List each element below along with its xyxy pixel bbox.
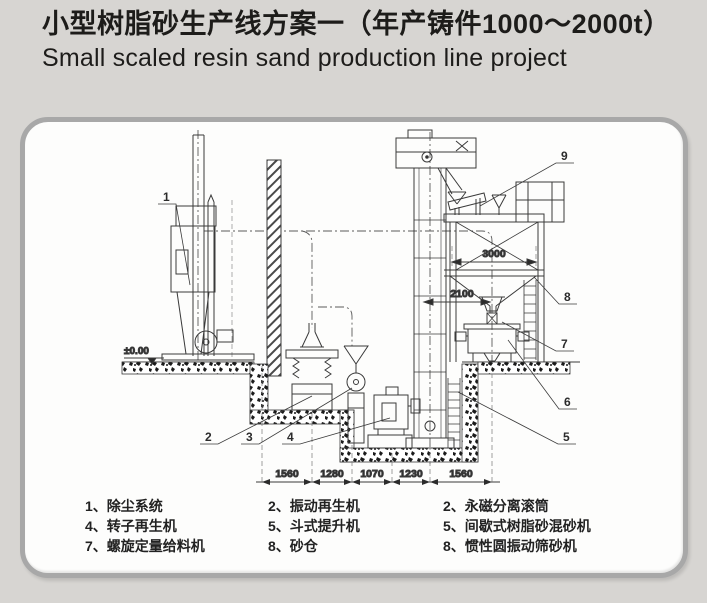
callout-9: 9 [561, 149, 568, 163]
legend-item: 8、惯性圆振动筛砂机 [443, 538, 577, 554]
production-line-drawing: ±0.00 [121, 129, 580, 485]
svg-text:1560: 1560 [275, 468, 299, 480]
legend-item: 2、永磁分离滚筒 [443, 498, 549, 514]
diagram-panel [20, 117, 688, 578]
legend-item: 5、间歇式树脂砂混砂机 [443, 518, 591, 534]
legend-item: 1、除尘系统 [85, 498, 163, 514]
callout-4: 4 [287, 430, 294, 444]
callout-1: 1 [163, 190, 170, 204]
dim-3000-label: 3000 [482, 248, 506, 260]
vibrating-regenerator [285, 323, 339, 411]
legend-item: 2、振动再生机 [268, 498, 360, 514]
dimension-chain-labels: 1560 1280 1070 1230 1560 [275, 468, 474, 481]
legend-item: 8、砂仓 [268, 538, 318, 554]
legend-item: 7、螺旋定量给料机 [85, 538, 205, 554]
callout-3: 3 [246, 430, 253, 444]
support-frame [443, 181, 565, 362]
callout-numbers: 1 2 3 4 5 6 7 8 9 [163, 149, 571, 444]
callout-8: 8 [564, 290, 571, 304]
page-title-block: 小型树脂砂生产线方案一（年产铸件1000～2000t） Small scaled… [42, 6, 671, 74]
wall-section [266, 159, 282, 377]
page-title-en: Small scaled resin sand production line … [42, 44, 567, 72]
elevator-head [395, 129, 477, 205]
legend-item: 5、斗式提升机 [268, 518, 360, 534]
page-title-zh: 小型树脂砂生产线方案一（年产铸件1000～2000t） [42, 9, 671, 39]
callout-6: 6 [564, 395, 571, 409]
ground-level-label: ±0.00 [124, 346, 149, 357]
dim-2100-label: 2100 [450, 288, 474, 300]
svg-text:1560: 1560 [449, 468, 473, 480]
dust-collector [161, 134, 255, 361]
cyclone-separator [343, 345, 369, 444]
dimension-chain [256, 366, 500, 485]
resin-sand-mixer [454, 296, 530, 362]
frame-ladder [523, 280, 537, 360]
svg-text:1280: 1280 [320, 468, 344, 480]
pit-ladder [447, 378, 461, 448]
dimension-2100 [422, 298, 492, 306]
svg-text:1230: 1230 [399, 468, 423, 480]
callout-2: 2 [205, 430, 212, 444]
legend-column-3: 2、永磁分离滚筒 5、间歇式树脂砂混砂机 8、惯性圆振动筛砂机 [443, 496, 591, 556]
svg-text:1070: 1070 [360, 468, 384, 480]
bucket-elevator [405, 168, 455, 449]
pit-concrete [249, 361, 580, 463]
legend-column-1: 1、除尘系统 4、转子再生机 7、螺旋定量给料机 [85, 496, 205, 556]
legend-column-2: 2、振动再生机 5、斗式提升机 8、砂仓 [268, 496, 360, 556]
callout-leaders [158, 162, 577, 445]
rotor-regenerator [367, 386, 421, 449]
callout-5: 5 [563, 430, 570, 444]
legend-item: 4、转子再生机 [85, 518, 177, 534]
callout-7: 7 [561, 337, 568, 351]
dimension-3000 [450, 246, 538, 266]
